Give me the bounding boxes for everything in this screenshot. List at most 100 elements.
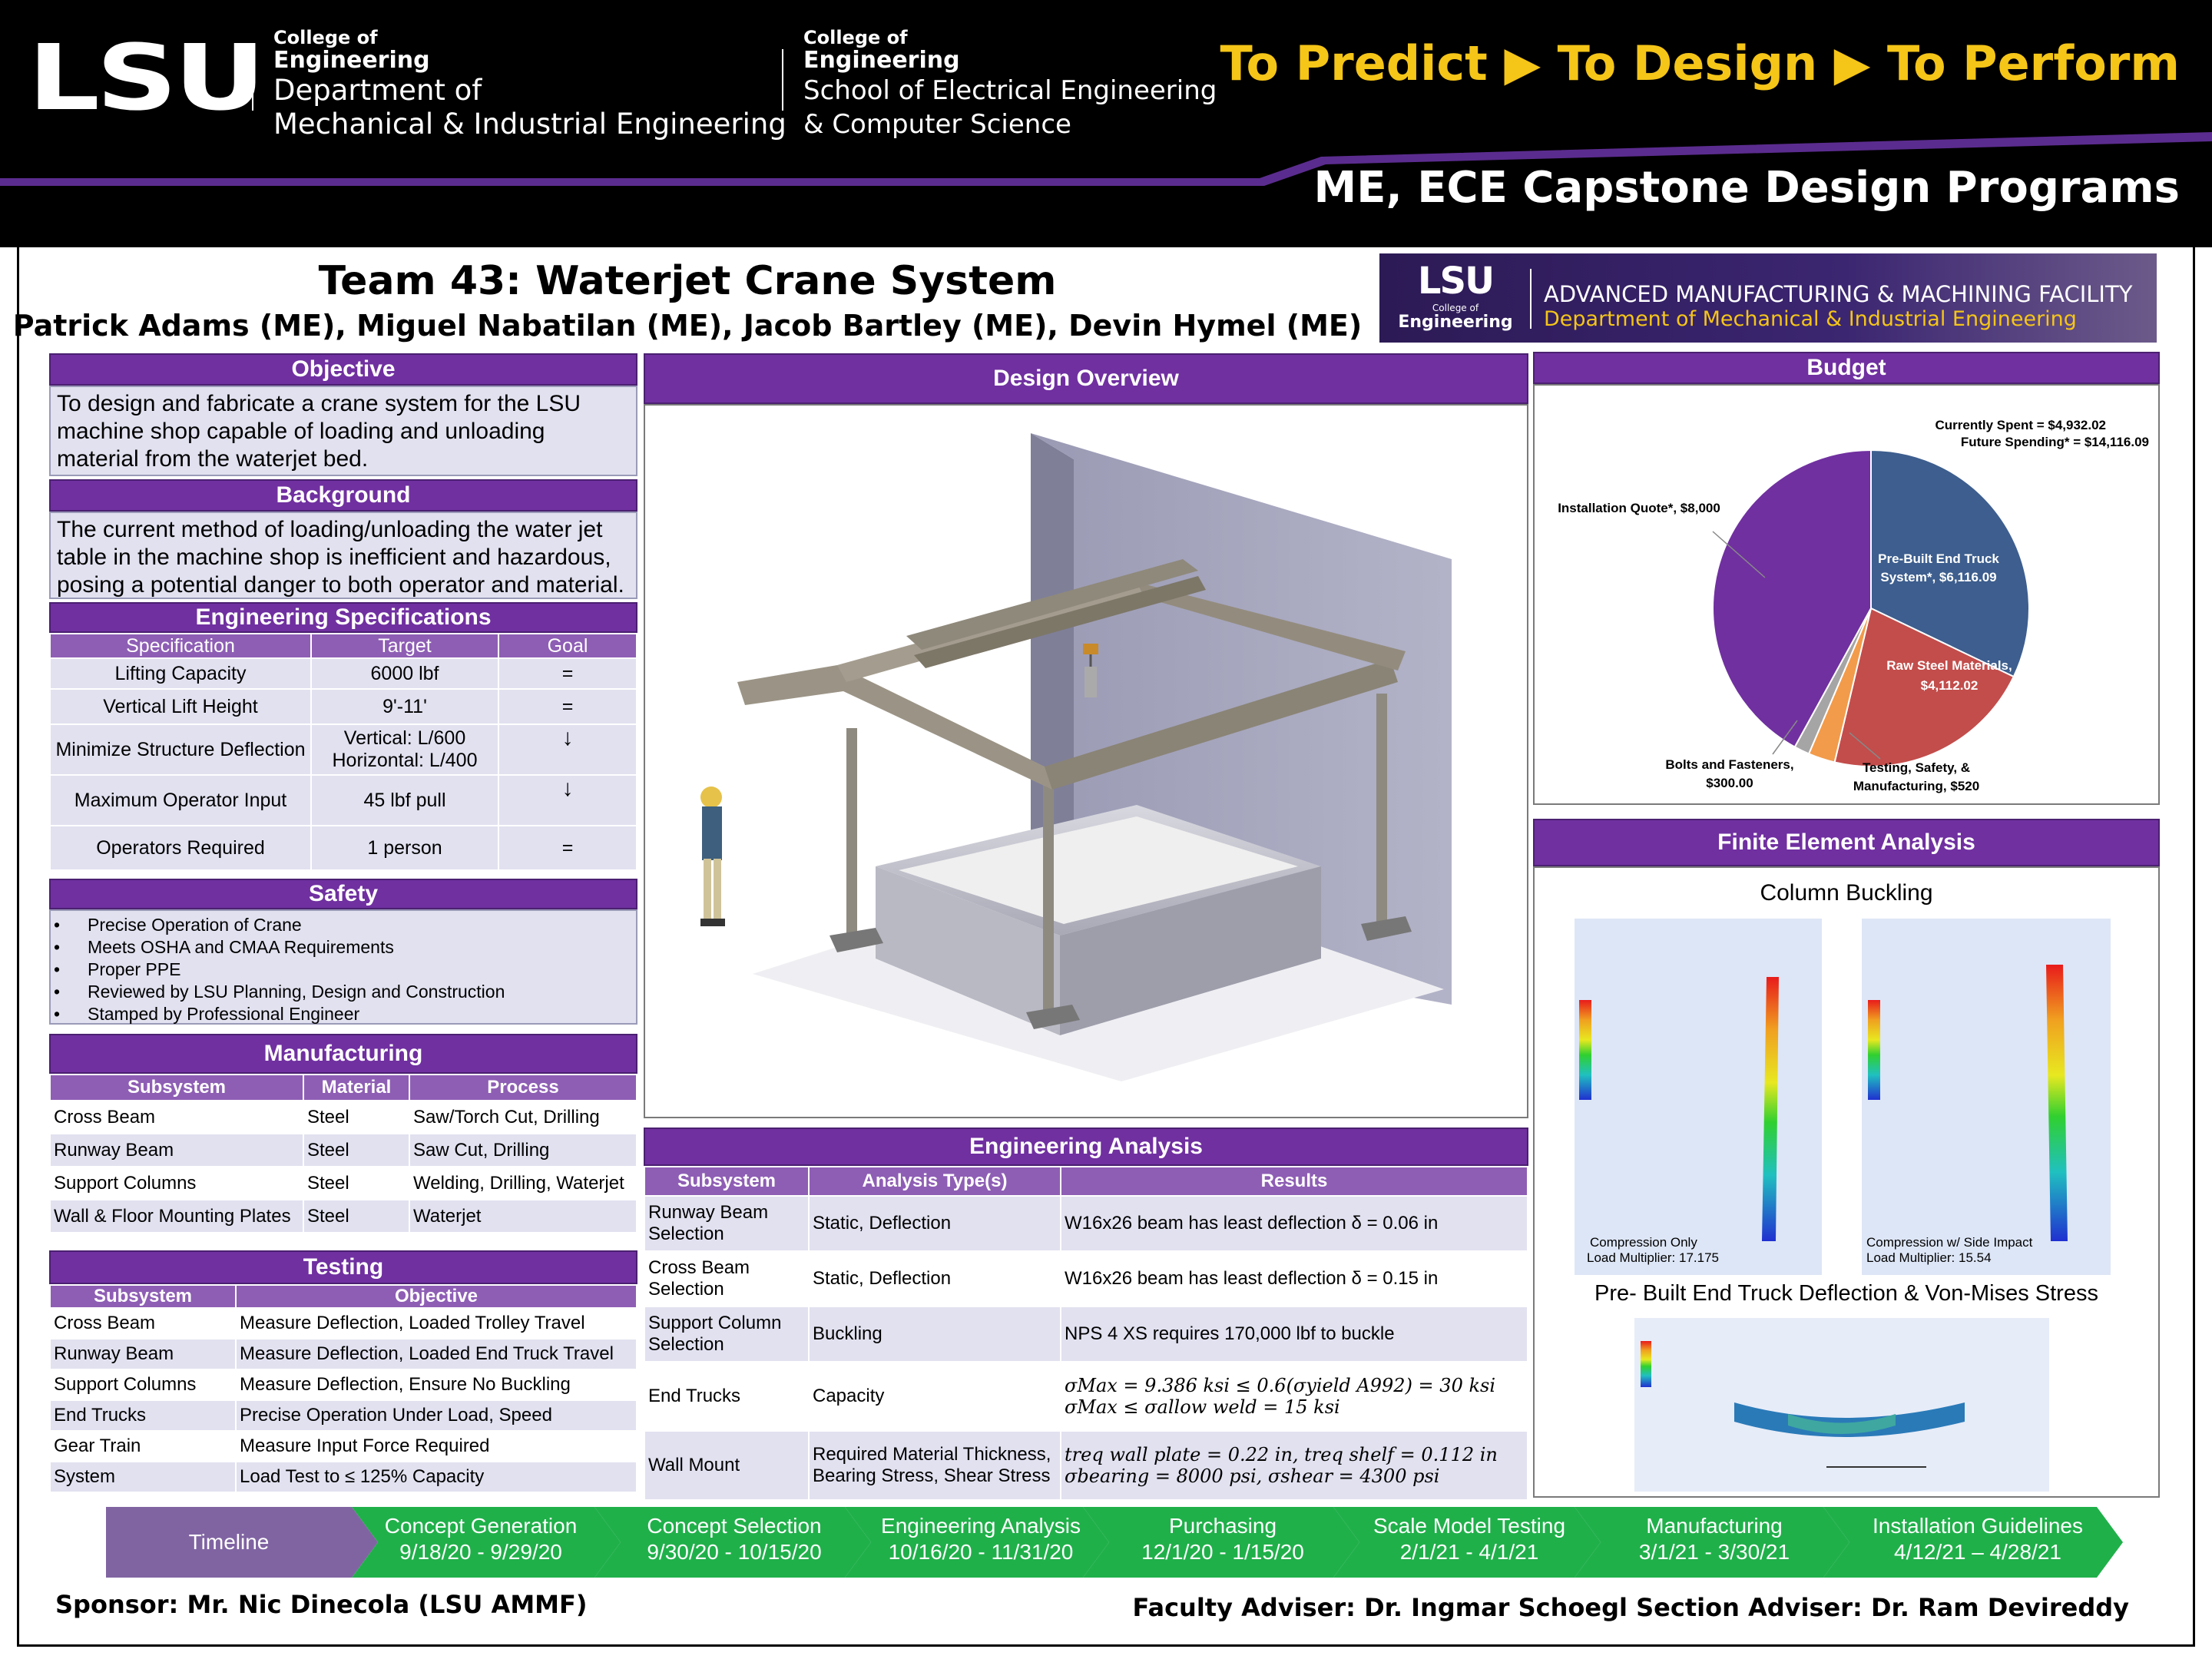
fea-left-plot [1579,977,1779,1241]
test-objective: Precise Operation Under Load, Speed [235,1399,637,1432]
background-heading: Background [49,479,637,512]
safety-item: Precise Operation of Crane [52,914,634,936]
phase-dates: 12/1/20 - 1/15/20 [1141,1540,1304,1564]
spec-goal: = [498,657,637,690]
spec-name: Maximum Operator Input [49,774,312,826]
mfg-material: Steel [303,1133,410,1167]
spec-name: Lifting Capacity [49,657,312,690]
pie-label-bolts: Bolts and Fasteners, $300.00 [1665,757,1794,790]
safety-heading: Safety [49,879,637,909]
mfg-subsystem: Cross Beam [49,1100,304,1134]
analysis-result: NPS 4 XS requires 170,000 lbf to buckle [1060,1306,1528,1363]
spec-col-target: Target [310,633,499,659]
spec-name: Operators Required [49,825,312,871]
endtruck-title: Pre- Built End Truck Deflection & Von-Mi… [1594,1281,2098,1306]
poster-frame [17,247,2195,1647]
safety-body: Precise Operation of Crane Meets OSHA an… [49,909,637,1025]
spec-target-horizontal: Horizontal: L/400 [332,750,478,771]
manufacturing-heading: Manufacturing [49,1034,637,1074]
safety-item: Stamped by Professional Engineer [52,1003,634,1025]
analysis-type: Buckling [808,1306,1061,1363]
phase-title: Purchasing [1168,1514,1277,1538]
test-subsystem: Support Columns [49,1369,237,1401]
analysis-type: Static, Deflection [808,1195,1061,1252]
phase-dates: 2/1/21 - 4/1/21 [1399,1540,1539,1564]
phase-title: Engineering Analysis [881,1514,1081,1538]
analysis-subsystem: End Trucks [644,1361,810,1432]
pie-slice-0 [1870,449,2030,678]
programs-title: ME, ECE Capstone Design Programs [1313,163,2181,213]
team-title: Team 43: Waterjet Crane System [318,258,1057,304]
timeline-label: Timeline [106,1507,352,1578]
mfg-material: Steel [303,1199,410,1233]
fea-endtruck-image [1634,1318,2049,1492]
pie-label-endtruck: Pre-Built End Truck System*, $6,116.09 [1878,551,1999,584]
budget-pie-chart [1712,449,2030,767]
spec-goal: = [498,688,637,725]
dept-line-1: Department of [273,74,482,107]
budget-heading: Budget [1533,352,2160,384]
pie-leader-line-1 [1772,720,1798,755]
ammf-divider [1530,269,1532,329]
budget-panel: Currently Spent = $4,932.02 Future Spend… [1533,384,2160,805]
specs-table: Specification Target Goal Lifting Capaci… [49,633,637,871]
safety-item: Meets OSHA and CMAA Requirements [52,936,634,959]
spec-target: 1 person [310,825,499,871]
analysis-col-subsystem: Subsystem [644,1166,810,1197]
ammf-line-1: ADVANCED MANUFACTURING & MACHINING FACIL… [1544,281,2133,307]
analysis-col-type: Analysis Type(s) [808,1166,1061,1197]
safety-list: Precise Operation of Crane Meets OSHA an… [52,914,634,1025]
analysis-result-line1: treq wall plate = 0.22 in, treq shelf = … [1065,1444,1498,1465]
testing-heading: Testing [49,1250,637,1284]
column-buckling-title: Column Buckling [1760,880,1933,906]
test-subsystem: Runway Beam [49,1338,237,1370]
test-objective: Measure Deflection, Loaded Trolley Trave… [235,1307,637,1339]
pie-leader-line-0 [1712,531,1766,578]
engineering-label: Engineering [273,47,430,74]
spec-target: 45 lbf pull [310,774,499,826]
advisers: Faculty Adviser: Dr. Ingmar Schoegl Sect… [1132,1593,2130,1622]
ammf-logo-text: LSU [1417,260,1495,303]
phase-dates: 4/12/21 – 4/28/21 [1894,1540,2061,1564]
analysis-heading: Engineering Analysis [644,1128,1528,1166]
phase-dates: 3/1/21 - 3/30/21 [1638,1540,1790,1564]
team-members: Patrick Adams (ME), Miguel Nabatilan (ME… [12,309,1363,343]
fea-buckling-right: Compression w/ Side Impact Load Multipli… [1862,919,2111,1275]
pie-label-installation: Installation Quote*, $8,000 [1558,501,1720,515]
tagline: To Predict ▶ To Design ▶ To Perform [1220,35,2180,91]
specs-heading: Engineering Specifications [49,602,637,633]
phase-title: Concept Generation [384,1514,578,1538]
pie-leader-line-2 [1849,732,1881,760]
header-swoosh [0,132,2212,186]
phase-title: Scale Model Testing [1373,1514,1566,1538]
pie-label-steel: Raw Steel Materials, $4,112.02 [1886,658,2012,693]
lsu-logo: LSU [28,25,266,131]
test-objective: Load Test to ≤ 125% Capacity [235,1461,637,1493]
mfg-subsystem: Wall & Floor Mounting Plates [49,1199,304,1233]
mfg-process: Welding, Drilling, Waterjet [409,1166,637,1200]
test-objective: Measure Deflection, Loaded End Truck Tra… [235,1338,637,1370]
phase-dates: 9/30/20 - 10/15/20 [647,1540,822,1564]
test-col-subsystem: Subsystem [49,1284,237,1309]
spec-name: Vertical Lift Height [49,688,312,725]
school-line-1: School of Electrical Engineering [803,75,1217,106]
spec-col-goal: Goal [498,633,637,659]
analysis-type: Static, Deflection [808,1250,1061,1307]
mfg-subsystem: Support Columns [49,1166,304,1200]
